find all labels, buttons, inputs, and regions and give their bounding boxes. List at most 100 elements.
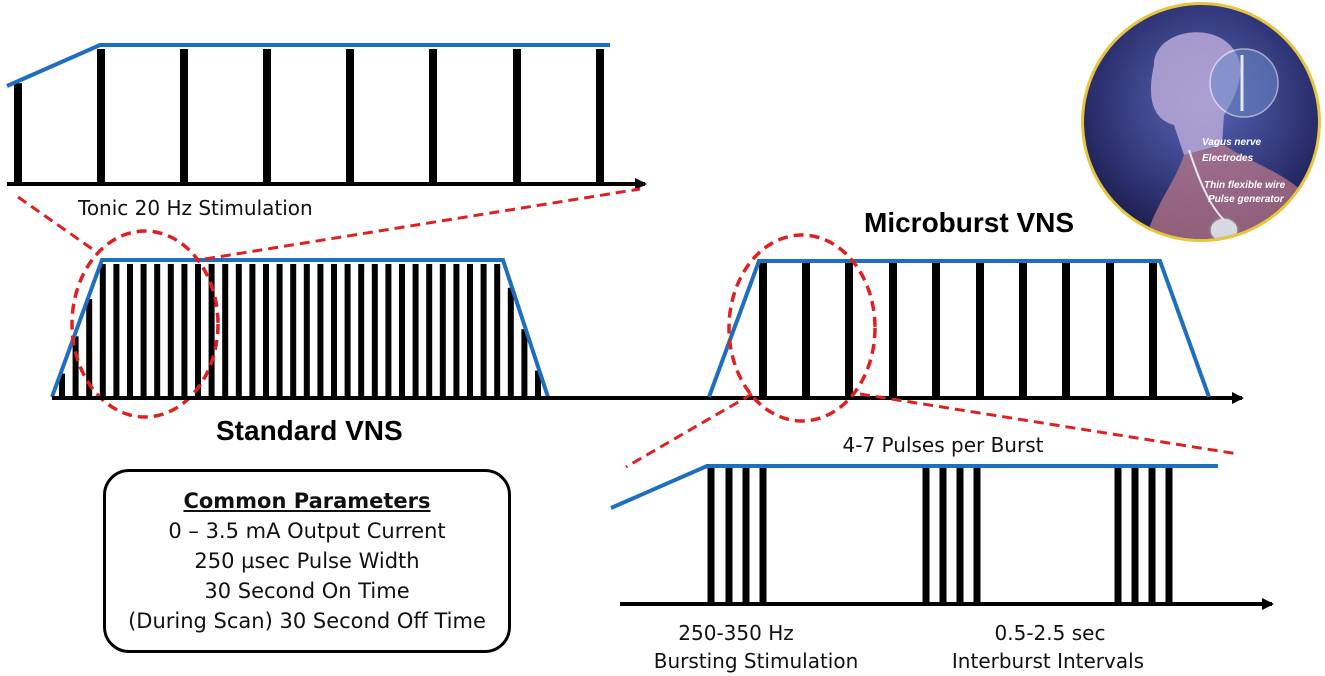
- pulses-per-burst-label: 4-7 Pulses per Burst: [843, 433, 1044, 457]
- standard-pulse: [167, 264, 174, 397]
- standard-envelope: [50, 258, 550, 398]
- standard-pulse: [399, 264, 405, 397]
- microburst-zoom-ellipse: [727, 233, 877, 423]
- standard-pulse: [439, 264, 446, 397]
- standard-pulses: [59, 264, 541, 397]
- standard-pulse: [480, 264, 487, 397]
- anatomy-image: Vagus nerve Electrodes Thin flexible wir…: [1084, 5, 1318, 239]
- standard-pulse: [344, 264, 351, 397]
- common-parameters-title: Common Parameters: [183, 489, 431, 513]
- standard-pulse: [59, 373, 65, 397]
- standard-pulse: [86, 299, 93, 397]
- standard-pulse: [140, 264, 147, 397]
- vns-device-illustration: Vagus nerve Electrodes Thin flexible wir…: [1081, 2, 1321, 242]
- microburst-panel: Microburst VNS: [625, 207, 1239, 469]
- microburst-pulse: [845, 262, 853, 397]
- standard-pulse: [453, 264, 460, 397]
- microburst-pulse: [1149, 262, 1157, 397]
- standard-pulse: [127, 264, 133, 397]
- standard-pulse: [303, 264, 310, 397]
- param-pulse-width: 250 µsec Pulse Width: [194, 549, 420, 573]
- burst-pulse: [956, 467, 964, 604]
- tonic-pulse: [429, 49, 437, 184]
- standard-zoom-ellipse: [70, 229, 220, 419]
- burst-envelope: [610, 464, 1218, 510]
- tonic-pulse: [596, 49, 604, 184]
- standard-pulse: [99, 264, 106, 397]
- microburst-pulse: [1019, 262, 1027, 397]
- interburst-time-label: 0.5-2.5 sec: [995, 621, 1106, 645]
- bursting-stim-label: Bursting Stimulation: [654, 649, 859, 673]
- burst-pulse: [1131, 467, 1139, 604]
- standard-title: Standard VNS: [216, 415, 403, 446]
- standard-pulse: [208, 264, 215, 397]
- tonic-label: Tonic 20 Hz Stimulation: [77, 196, 313, 220]
- tonic-envelope: [6, 43, 610, 88]
- standard-zoom-line-left: [17, 195, 99, 255]
- burst-panel: 4-7 Pulses per Burst 250-350 Hz Bursting…: [610, 433, 1274, 673]
- tonic-pulse: [263, 49, 271, 184]
- flexible-wire: [1188, 149, 1225, 221]
- standard-pulse: [72, 336, 79, 397]
- microburst-pulse: [1106, 262, 1114, 397]
- burst-pulse: [725, 467, 733, 604]
- bursting-freq-label: 250-350 Hz: [678, 621, 793, 645]
- burst-pulse: [1148, 467, 1156, 604]
- standard-pulse: [507, 287, 514, 397]
- standard-pulse: [154, 264, 161, 397]
- burst-pulse: [742, 467, 750, 604]
- microburst-pulse: [802, 262, 810, 397]
- burst-pulse: [973, 467, 981, 604]
- vagus-nerve-label: Vagus nerve: [1202, 137, 1262, 148]
- tonic-pulse: [14, 83, 22, 184]
- standard-pulse: [222, 264, 229, 397]
- tonic-panel: Tonic 20 Hz Stimulation: [6, 43, 647, 220]
- microburst-envelope: [707, 259, 1211, 398]
- standard-pulse: [235, 264, 242, 397]
- interburst-label: Interburst Intervals: [952, 649, 1144, 673]
- tonic-pulse: [513, 49, 521, 184]
- burst-pulse: [759, 467, 767, 604]
- standard-pulse: [467, 264, 473, 397]
- tonic-pulse: [346, 49, 354, 184]
- electrode-zoom-circle: [1209, 48, 1279, 118]
- standard-pulse: [494, 264, 501, 397]
- param-on-time: 30 Second On Time: [204, 579, 410, 603]
- pulse-generator-device: [1209, 217, 1239, 239]
- param-off-time: (During Scan) 30 Second Off Time: [128, 609, 486, 633]
- microburst-pulse: [759, 262, 767, 397]
- tonic-pulse: [180, 49, 188, 184]
- microburst-zoom-line-left: [625, 392, 753, 469]
- standard-pulse: [412, 264, 419, 397]
- standard-zoom-line-right: [204, 187, 641, 261]
- microburst-pulses: [759, 262, 1157, 397]
- standard-pulse: [385, 264, 392, 397]
- standard-pulse: [521, 329, 528, 397]
- burst-pulses: [707, 467, 1173, 604]
- microburst-pulse: [889, 262, 897, 397]
- standard-pulse: [358, 264, 365, 397]
- common-parameters-box: Common Parameters 0 – 3.5 mA Output Curr…: [103, 469, 511, 653]
- standard-pulse: [331, 264, 337, 397]
- microburst-pulse: [932, 262, 940, 397]
- microburst-pulse: [1062, 262, 1070, 397]
- microburst-title: Microburst VNS: [864, 207, 1074, 238]
- burst-pulse: [939, 467, 947, 604]
- tonic-pulses: [14, 49, 604, 184]
- param-output-current: 0 – 3.5 mA Output Current: [168, 519, 446, 543]
- burst-pulse: [707, 467, 715, 604]
- burst-pulse: [1165, 467, 1173, 604]
- burst-pulse: [1114, 467, 1122, 604]
- standard-pulse: [195, 264, 201, 397]
- flexible-wire-label: Thin flexible wire: [1204, 180, 1286, 191]
- burst-pulse: [922, 467, 930, 604]
- standard-pulse: [290, 264, 297, 397]
- pulse-generator-label: Pulse generator: [1208, 194, 1285, 205]
- standard-pulse: [426, 264, 433, 397]
- tonic-pulse: [97, 49, 105, 184]
- electrodes-label: Electrodes: [1202, 153, 1254, 164]
- microburst-pulse: [976, 262, 984, 397]
- standard-pulse: [249, 264, 256, 397]
- standard-pulse: [317, 264, 324, 397]
